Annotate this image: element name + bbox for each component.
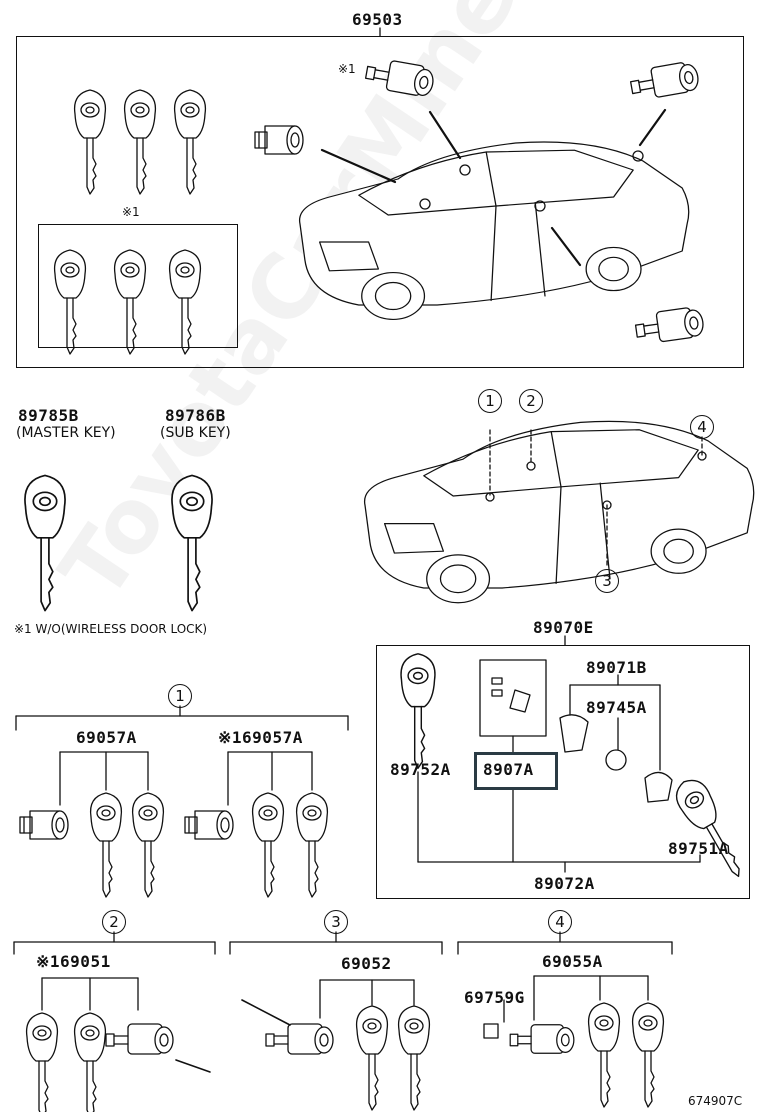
sub-key-part-number: 89786B bbox=[165, 406, 226, 425]
transmitter-case-part-number: 89751A bbox=[668, 839, 729, 858]
top-assembly-box bbox=[16, 36, 744, 368]
group3-marker: 3 bbox=[324, 910, 348, 934]
note1-cylinder-mark: ※1 bbox=[338, 62, 356, 76]
highlighted-part-frame bbox=[474, 752, 558, 790]
transmitter-box bbox=[376, 645, 750, 899]
key-plate-part-number: 89752A bbox=[390, 760, 451, 779]
callout-3: 3 bbox=[595, 569, 619, 593]
group3-part-number: 69052 bbox=[341, 954, 392, 973]
group1-left-part-number: 69057A bbox=[76, 728, 137, 747]
group4-part-number: 69055A bbox=[542, 952, 603, 971]
group1-right-part-number: ※169057A bbox=[218, 728, 303, 747]
callout-1: 1 bbox=[478, 389, 502, 413]
footnote-text: ※1 W/O(WIRELESS DOOR LOCK) bbox=[14, 622, 208, 636]
group4-marker: 4 bbox=[548, 910, 572, 934]
group2-marker: 2 bbox=[102, 910, 126, 934]
top-assembly-part-number: 69503 bbox=[352, 10, 403, 29]
transmitter-sub-assembly-part-number: 89072A bbox=[534, 874, 595, 893]
master-key-part-number: 89785B bbox=[18, 406, 79, 425]
sub-key-description: (SUB KEY) bbox=[160, 425, 231, 441]
transmitter-assembly-part-number: 89070E bbox=[533, 618, 594, 637]
group1-marker: 1 bbox=[168, 684, 192, 708]
transmitter-housing-part-number: 89071B bbox=[586, 658, 647, 677]
transmitter-battery-part-number: 89745A bbox=[586, 698, 647, 717]
note1-keys-box bbox=[38, 224, 238, 348]
group4-extra-part-number: 69759G bbox=[464, 988, 525, 1007]
highlighted-part-number: 8907A bbox=[483, 760, 534, 779]
callout-2: 2 bbox=[519, 389, 543, 413]
note1-keys-mark: ※1 bbox=[122, 205, 140, 219]
drawing-number: 674907C bbox=[688, 1094, 743, 1108]
master-key-description: (MASTER KEY) bbox=[16, 425, 116, 441]
group2-part-number: ※169051 bbox=[36, 952, 111, 971]
callout-4: 4 bbox=[690, 415, 714, 439]
